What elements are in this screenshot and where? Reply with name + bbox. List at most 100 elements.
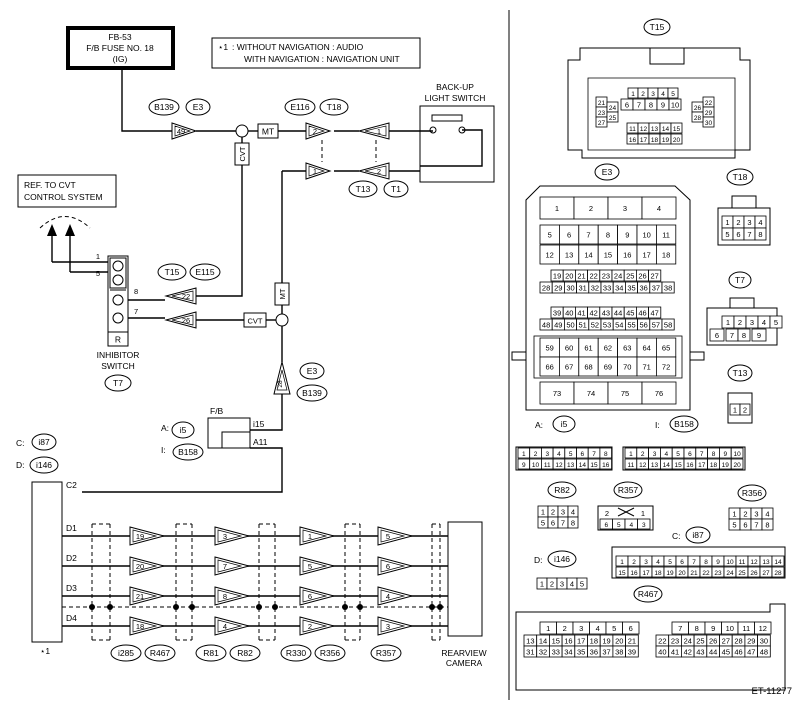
right-t18-label: T18 [733, 172, 748, 182]
e3-row6-pin: 39 [553, 309, 561, 318]
r82-row2-pin: 6 [551, 519, 555, 528]
i87-row1-pin: 9 [716, 559, 720, 566]
r467-right-row2-pin: 30 [760, 637, 768, 646]
r467-left-row3-pin: 37 [602, 648, 610, 657]
b158-row2-pin: 19 [722, 462, 730, 469]
t15-row4-cell [670, 133, 683, 145]
r467-left-row2-pin: 21 [628, 637, 636, 646]
r356-row2-pin: 5 [732, 521, 736, 530]
i87-row2-pin: 17 [642, 570, 650, 577]
conn-e3-top-label: E3 [193, 102, 204, 112]
right-t7-label: T7 [735, 275, 745, 285]
r357-row2-pin: 5 [617, 522, 621, 529]
i146-row-pin: 1 [540, 580, 544, 589]
i87-row2-pin: 22 [702, 570, 710, 577]
r357-row2-pin: 6 [604, 522, 608, 529]
e3-row8-pin: 63 [623, 344, 631, 353]
chain-label-1-1-oval [110, 644, 142, 662]
connector-e116-pin2-inner [308, 125, 326, 137]
conn-b158-fb-label: B158 [178, 447, 198, 457]
e3-row10-pin: 76 [655, 389, 663, 398]
unit-row-D2: D2 [66, 553, 77, 563]
t15-left2-pin: 25 [609, 115, 617, 122]
chain-connector-4-2-inner [380, 559, 406, 573]
t15-row1-cell [667, 87, 679, 99]
r357-unused-cross [617, 507, 635, 517]
conn-e115-oval [189, 263, 221, 281]
inhibitor-contact-1 [112, 260, 124, 272]
b158-row1-pin: 9 [723, 451, 727, 458]
right-r357-label: R357 [618, 485, 639, 495]
r356-row1-pin: 3 [754, 510, 758, 519]
t15-row3-pin: 11 [629, 126, 636, 133]
e3-row10-cell [641, 381, 677, 405]
e3-row8-pin: 59 [546, 344, 554, 353]
e3-row6-cell [648, 306, 662, 319]
note-star: ⋆1 [218, 42, 228, 52]
t18-row1-pin: 3 [747, 218, 751, 227]
chain-label-2-2-oval [229, 644, 261, 662]
unit-c-prefix: C: [16, 438, 25, 448]
cvt-ref-arc [39, 216, 91, 229]
connector-b139-e3-pin49-inner [174, 125, 192, 137]
inhibitor-pin-7: 7 [134, 307, 138, 316]
i87-row1-pin: 12 [750, 559, 758, 566]
switch-terminal-1 [429, 126, 437, 134]
r467-right-row2-pin: 29 [747, 637, 755, 646]
e3-row6-pin: 42 [590, 309, 598, 318]
t15-left-pin: 23 [598, 110, 606, 117]
t15-row2-pin: 8 [649, 101, 653, 110]
i87-row1-pin: 6 [680, 559, 684, 566]
connector-t13-pin1-inner [364, 125, 387, 137]
note-line1: : WITHOUT NAVIGATION : AUDIO [232, 42, 364, 52]
r467-right-row1-pin: 11 [742, 624, 750, 633]
e3-row2-cell [656, 224, 677, 245]
conn-i146-unit-oval [29, 456, 59, 474]
i87-row1-pin: 11 [739, 559, 746, 566]
e3-row5-pin: 34 [615, 284, 623, 293]
e3-row8-pin: 60 [565, 344, 573, 353]
i5-row1-pin: 4 [557, 451, 561, 458]
connector-t15-pin22-inner [171, 290, 194, 302]
chain-connector-3-4 [299, 616, 336, 636]
i87-row1-pin: 8 [704, 559, 708, 566]
e3-row7-pin: 55 [627, 321, 635, 330]
chain-label-3-1-label: R330 [286, 648, 307, 658]
camera-line1: REARVIEW [441, 648, 486, 658]
e3-row4-pin: 23 [602, 272, 610, 281]
e3-row8-pin: 62 [604, 344, 612, 353]
t15-latch [649, 47, 685, 65]
conn-e115-label: E115 [195, 267, 214, 277]
t18-row2-pin: 6 [736, 230, 740, 239]
chain-label-1-2-label: R467 [150, 648, 171, 658]
b158-row2-pin: 15 [674, 462, 682, 469]
spacer [376, 556, 377, 557]
t15-right2-cell [691, 111, 704, 123]
r467-left-row3-pin: 33 [552, 648, 560, 657]
chain-connector-1-1-inner [132, 529, 158, 543]
mt-tag-top-label: MT [262, 127, 274, 137]
e3-row9-pin: 67 [565, 363, 573, 372]
chain-connector-3-1 [299, 526, 336, 546]
r467-right-row2-pin: 25 [696, 637, 704, 646]
inhibitor-line1: INHIBITOR [97, 350, 140, 360]
t18-row2-pin: 5 [725, 230, 729, 239]
i5-row1-pin: 3 [545, 451, 549, 458]
r82-row2-cell [567, 516, 579, 529]
t13-row-pin: 1 [733, 406, 737, 415]
b158-row2-pin: 17 [698, 462, 706, 469]
r356-row2-pin: 7 [754, 521, 758, 530]
e3-row4-pin: 25 [626, 272, 634, 281]
e3-row1-pin: 3 [623, 204, 627, 213]
conn-i87-unit-oval [31, 433, 57, 451]
chain-connector-4-3 [377, 586, 414, 606]
t15-row3-pin: 13 [651, 126, 659, 133]
i87-row2-pin: 24 [726, 570, 734, 577]
e3-row4-pin: 22 [590, 272, 598, 281]
t15-row3-pin: 12 [640, 126, 648, 133]
b158-row2-pin: 12 [639, 462, 647, 469]
e3-row1-pin: 1 [555, 204, 559, 213]
wire-fb-to-unit [82, 447, 283, 493]
t13-row-pin: 2 [743, 406, 747, 415]
unit-row-D3: D3 [66, 583, 77, 593]
